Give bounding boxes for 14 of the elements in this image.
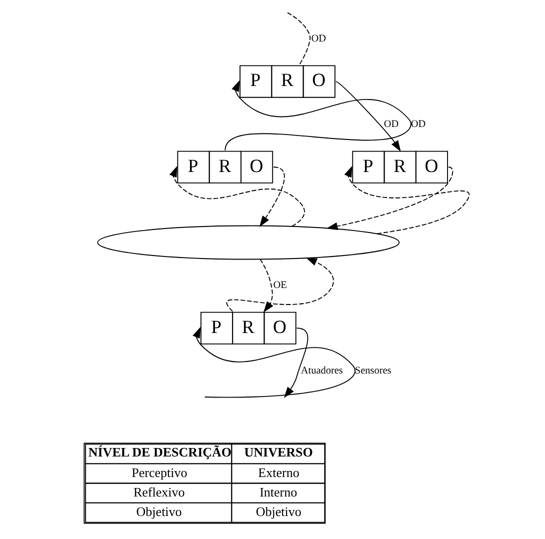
- label: Perceptivo: [131, 464, 187, 480]
- label: Externo: [258, 464, 299, 480]
- label: Objetivo: [255, 504, 301, 520]
- edge-label: Atuadores: [300, 366, 342, 377]
- edge-label: OD: [410, 118, 426, 130]
- label: NÍVEL DE DESCRIÇÃO: [88, 444, 232, 460]
- edge-label: OD: [383, 118, 398, 130]
- label: Reflexivo: [132, 484, 184, 500]
- edge-label: OE: [272, 280, 286, 291]
- label: Objetivo: [136, 504, 182, 520]
- edge-label: OD: [310, 33, 326, 44]
- edge-label: Sensores: [354, 366, 391, 377]
- label: UNIVERSO: [244, 444, 312, 460]
- label: Interno: [259, 484, 297, 500]
